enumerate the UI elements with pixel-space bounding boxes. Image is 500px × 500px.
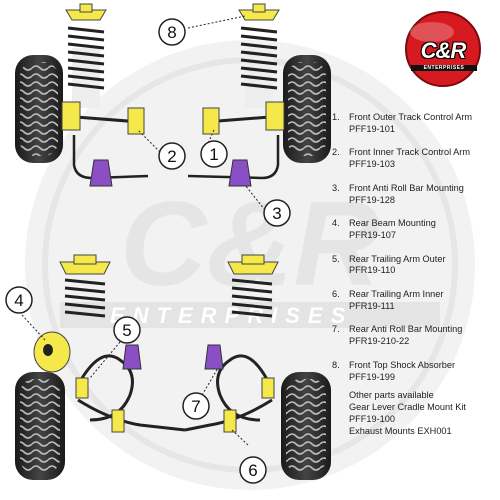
other-parts-heading: Other parts available	[349, 390, 434, 401]
legend-part-name: Rear Trailing Arm Outer	[349, 253, 446, 264]
brand-logo-subtext: ENTERPRISES	[411, 65, 477, 71]
callout-6: 6	[239, 456, 267, 484]
rear-right-spring	[227, 254, 279, 318]
svg-text:5: 5	[122, 321, 131, 340]
legend-number: 5.	[332, 253, 340, 264]
legend-part-name: Front Top Shock Absorber	[349, 359, 456, 370]
legend-part-name: Front Anti Roll Bar Mounting	[349, 182, 464, 193]
legend-part-code: PFF19-128	[349, 194, 395, 205]
legend-number: 1.	[332, 112, 340, 122]
callout-leaders	[21, 15, 266, 446]
parts-legend: 1. Front Outer Track Control Arm PFF19-10…	[332, 112, 498, 438]
front-right-wheel	[283, 55, 331, 163]
svg-text:3: 3	[272, 204, 281, 223]
brand-logo-text: C&R	[420, 38, 467, 63]
other-parts-line: Exhaust Mounts EXH001	[349, 425, 452, 436]
svg-text:8: 8	[167, 23, 176, 42]
legend-item: 6. Rear Trailing Arm Inner PFR19-111	[332, 289, 498, 313]
svg-text:6: 6	[248, 461, 257, 480]
callout-7: 7	[182, 392, 210, 420]
legend-part-code: PFF19-199	[349, 371, 395, 382]
legend-part-name: Front Inner Track Control Arm	[349, 147, 471, 158]
svg-text:4: 4	[14, 291, 23, 310]
legend-item: 7. Rear Anti Roll Bar Mounting PFR19-210-…	[332, 324, 498, 348]
legend-number: 2.	[332, 147, 340, 158]
legend-item: 8. Front Top Shock Absorber PFF19-199	[332, 360, 498, 384]
legend-part-code: PFF19-103	[349, 159, 395, 170]
rear-right-wheel	[281, 372, 331, 480]
legend-part-name: Front Outer Track Control Arm	[349, 112, 473, 122]
legend-number: 7.	[332, 324, 340, 335]
front-left-spring	[65, 3, 107, 108]
legend-item: 3. Front Anti Roll Bar Mounting PFF19-128	[332, 183, 498, 207]
legend-part-code: PFR19-111	[349, 300, 395, 311]
legend-number: 4.	[332, 218, 340, 229]
legend-part-name: Rear Beam Mounting	[349, 218, 436, 229]
other-parts-line: Gear Lever Cradle Mount Kit	[349, 402, 466, 413]
svg-text:2: 2	[167, 147, 176, 166]
front-right-spring	[238, 3, 280, 108]
legend-item: 1. Front Outer Track Control Arm PFF19-10…	[332, 112, 498, 136]
svg-text:7: 7	[191, 397, 200, 416]
legend-part-code: PFR19-110	[349, 265, 396, 276]
callout-3: 3	[263, 199, 291, 227]
callout-2: 2	[158, 142, 186, 170]
legend-part-name: Rear Anti Roll Bar Mounting	[349, 324, 463, 335]
callout-8: 8	[158, 18, 186, 46]
rear-left-spring	[59, 254, 111, 318]
rear-beam-bush	[33, 331, 71, 373]
legend-item: 2. Front Inner Track Control Arm PFF19-10…	[332, 147, 498, 171]
legend-part-code: PFR19-210-22	[349, 336, 410, 347]
callout-5: 5	[113, 316, 141, 344]
rear-left-wheel	[15, 372, 65, 480]
legend-item: 5. Rear Trailing Arm Outer PFR19-110	[332, 254, 498, 278]
front-control-arms	[61, 101, 285, 135]
callout-1: 1	[200, 140, 228, 168]
rear-trailing-arms	[75, 344, 275, 433]
legend-part-code: PFF19-101	[349, 123, 395, 134]
legend-part-code: PFR19-107	[349, 229, 396, 240]
other-parts: Other parts available Gear Lever Cradle …	[332, 390, 498, 437]
legend-item: 4. Rear Beam Mounting PFR19-107	[332, 218, 498, 242]
other-parts-line: PFF19-100	[349, 413, 395, 424]
brand-logo-text-wrap: C&R ENTERPRISES	[393, 10, 493, 90]
front-anti-roll-bar	[72, 135, 280, 187]
svg-text:1: 1	[209, 145, 218, 164]
legend-number: 6.	[332, 288, 340, 299]
callout-4: 4	[5, 286, 33, 314]
legend-part-name: Rear Trailing Arm Inner	[349, 288, 444, 299]
legend-number: 3.	[332, 182, 340, 193]
front-left-wheel	[15, 55, 63, 163]
legend-number: 8.	[332, 359, 340, 370]
